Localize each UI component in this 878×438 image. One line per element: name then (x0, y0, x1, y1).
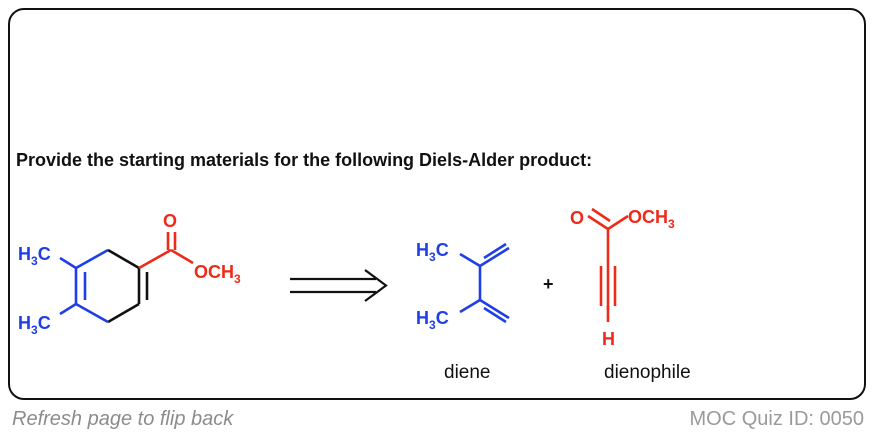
bond (138, 248, 172, 270)
methyl-label: H3C (18, 313, 51, 337)
bond (75, 248, 109, 270)
quiz-card (8, 8, 866, 400)
bond (107, 302, 140, 324)
bond (479, 246, 510, 268)
bond (59, 256, 77, 270)
ester-label: OCH3 (628, 207, 675, 231)
question-text: Provide the starting materials for the f… (16, 150, 593, 170)
methyl-label: H3C (416, 240, 449, 264)
bond (75, 302, 109, 324)
ester-label: OCH3 (194, 262, 241, 286)
dienophile-caption: dienophile (604, 362, 691, 383)
dienophile-structure: O OCH3 H (570, 207, 675, 349)
bond (107, 248, 140, 270)
carbonyl-oxygen-label: O (163, 211, 177, 231)
diene-structure: H3C H3C (416, 240, 510, 332)
quiz-id: MOC Quiz ID: 0050 (689, 408, 864, 430)
bond (459, 298, 481, 314)
bond (483, 306, 507, 324)
plus-sign: + (543, 274, 554, 294)
bond (170, 248, 194, 265)
bond (591, 207, 611, 223)
retrosynthesis-arrow (290, 269, 388, 302)
diene-caption: diene (444, 362, 491, 383)
bond (483, 242, 507, 260)
bond (587, 214, 609, 231)
bond (59, 302, 77, 316)
methyl-label: H3C (416, 308, 449, 332)
bond (607, 214, 629, 231)
bond (479, 298, 510, 320)
methyl-label: H3C (18, 244, 51, 268)
flip-back-hint: Refresh page to flip back (12, 408, 234, 430)
carbonyl-oxygen-label: O (570, 208, 584, 228)
product-structure: H3C H3C O OCH3 (18, 211, 241, 337)
bond (459, 252, 481, 268)
alkyne-hydrogen-label: H (602, 329, 615, 349)
